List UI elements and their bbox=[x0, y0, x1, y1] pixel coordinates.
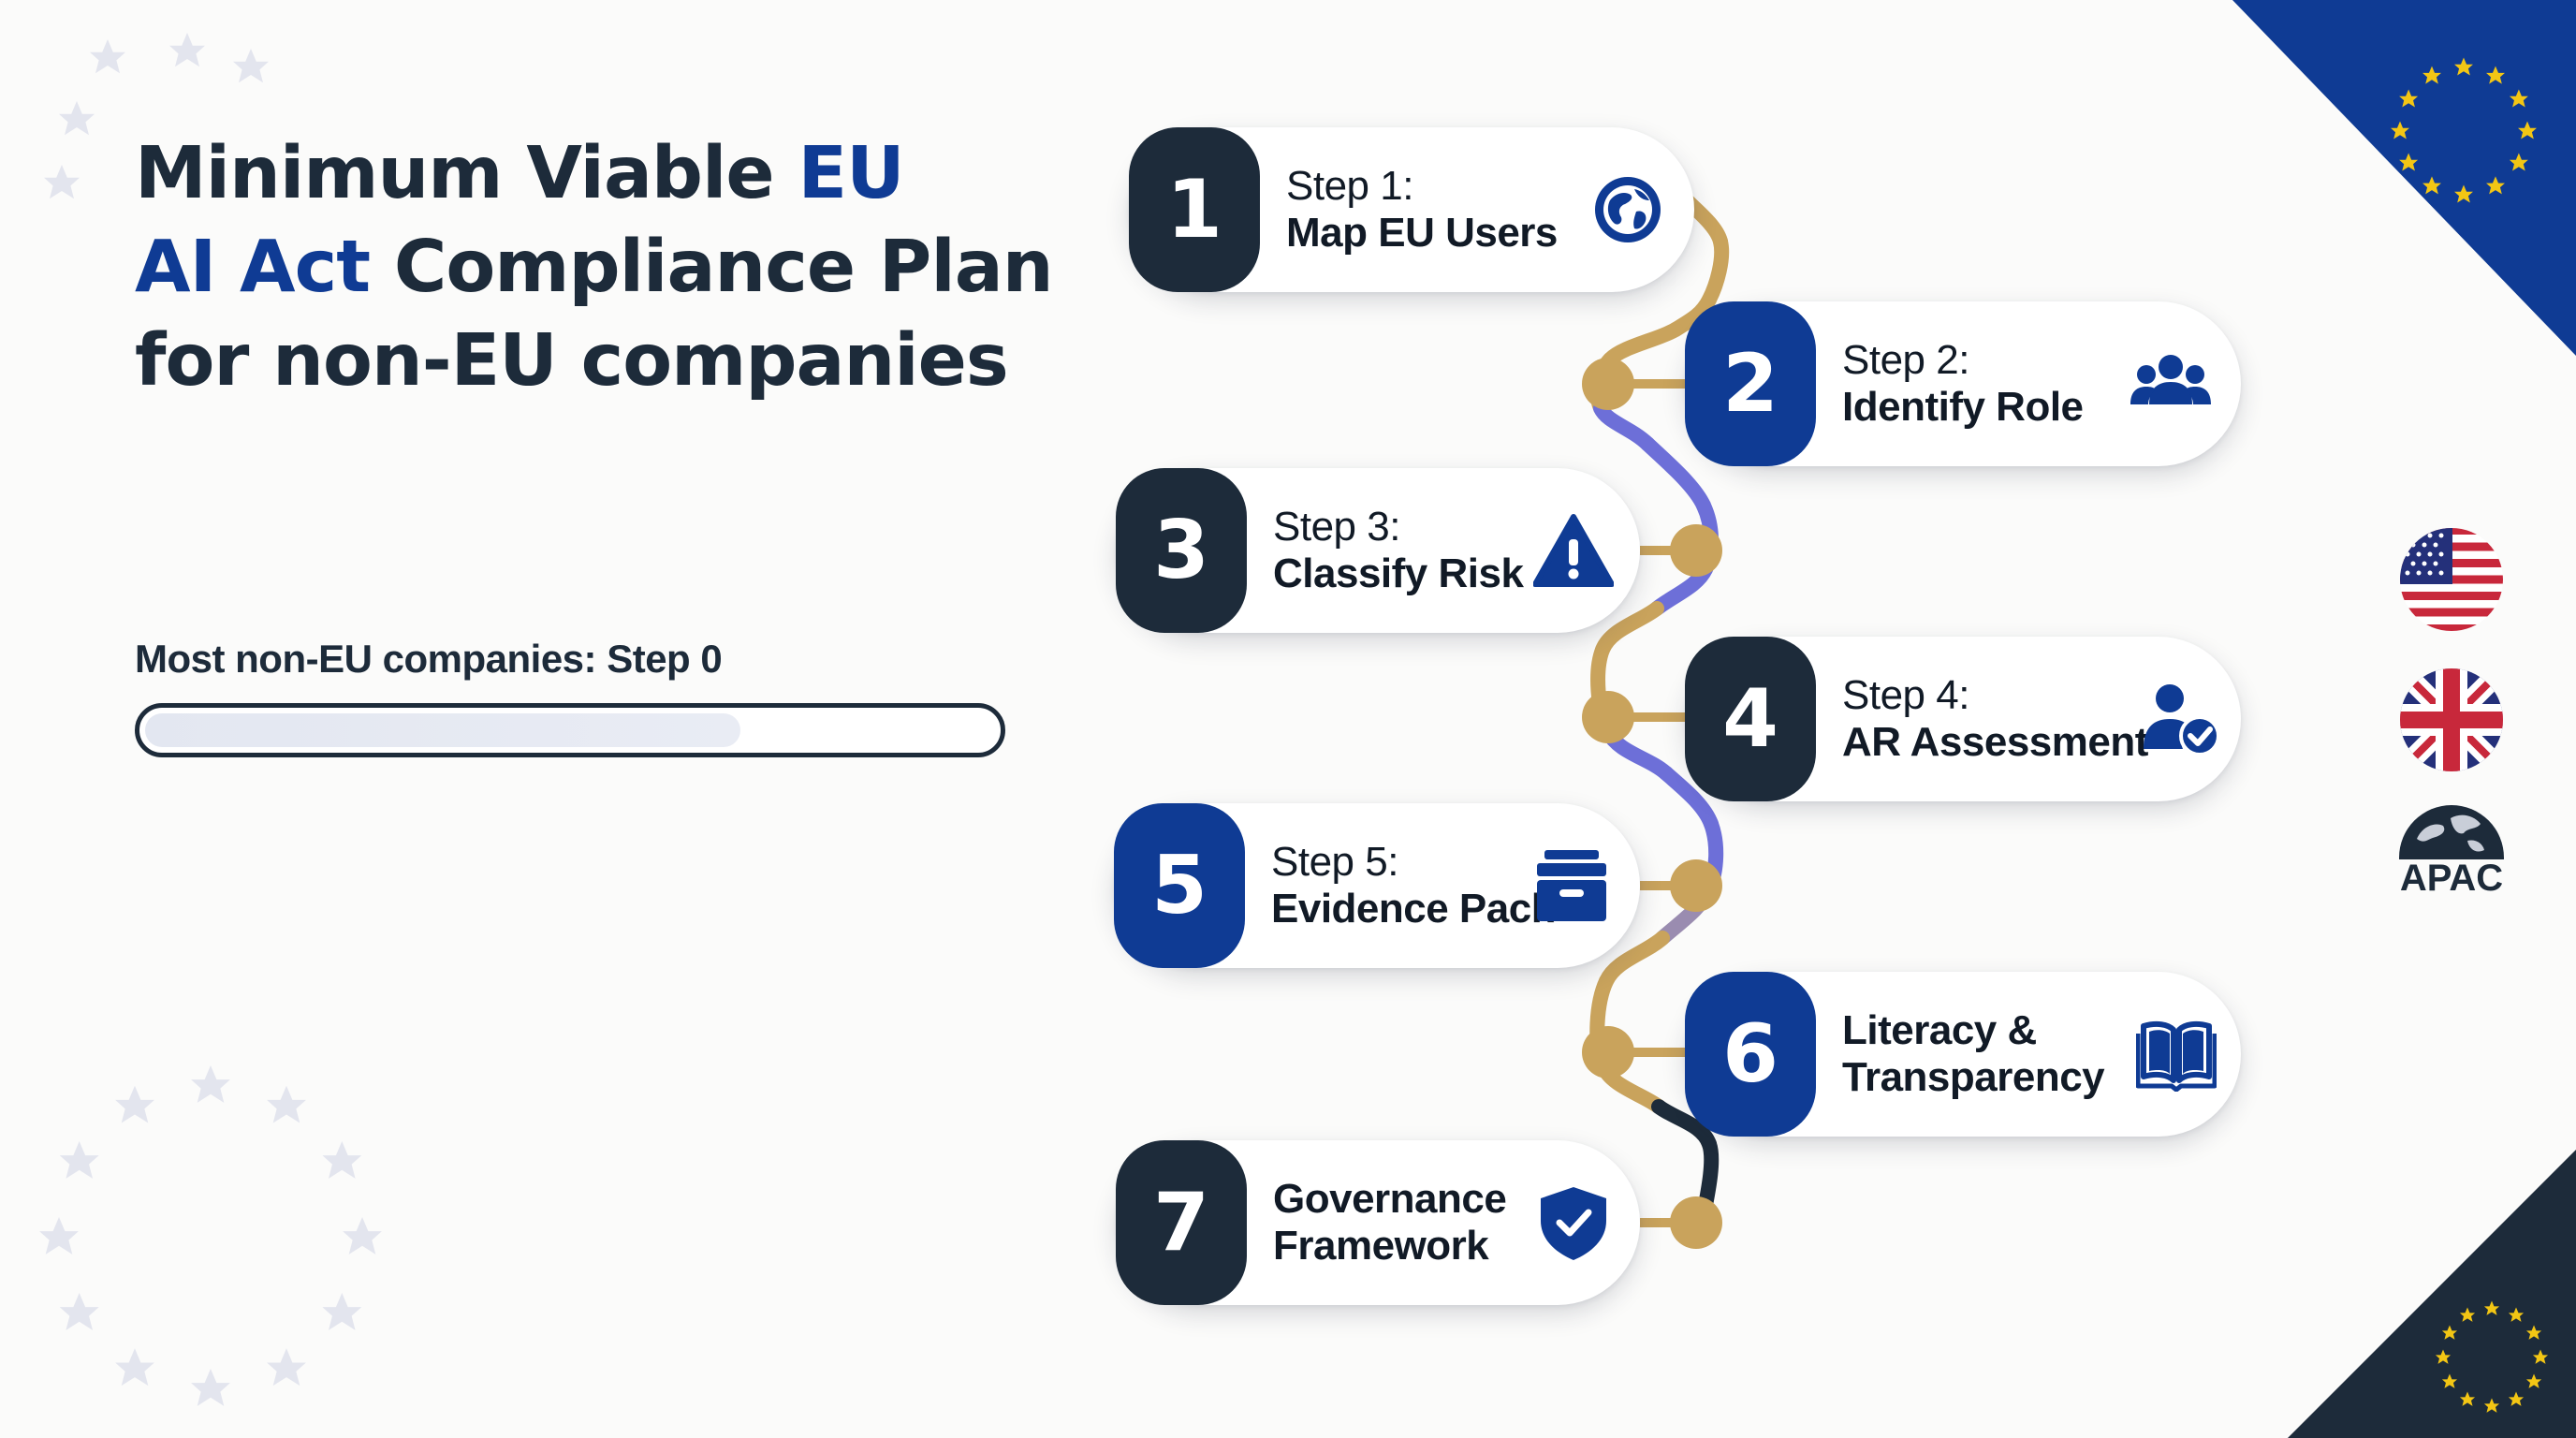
us-flag-icon bbox=[2398, 526, 2505, 633]
timeline-path-segment bbox=[1603, 322, 1683, 367]
decor-star bbox=[267, 1085, 306, 1123]
step-card-5[interactable]: 5 Step 5: Evidence Pack bbox=[1114, 803, 1640, 968]
step-label: Step 5: bbox=[1271, 839, 1398, 885]
decor-star bbox=[191, 1369, 230, 1406]
path-node bbox=[1670, 859, 1722, 912]
step-number-badge: 1 bbox=[1129, 127, 1260, 292]
step-label: Step 3: bbox=[1273, 504, 1400, 550]
decor-star bbox=[322, 1141, 362, 1179]
decor-star bbox=[267, 1348, 306, 1387]
path-node bbox=[1582, 358, 1634, 410]
decor-star bbox=[169, 33, 205, 67]
decor-star bbox=[233, 49, 269, 83]
warning-icon bbox=[1533, 513, 1614, 588]
step-title-line-2: Framework bbox=[1273, 1223, 1489, 1269]
apac-label: APAC bbox=[2399, 858, 2504, 899]
path-node bbox=[1582, 1026, 1634, 1078]
path-node bbox=[1670, 524, 1722, 577]
decor-star bbox=[90, 39, 125, 74]
users-icon bbox=[2130, 346, 2211, 421]
decor-star bbox=[59, 1293, 99, 1330]
step-title-line-2: Transparency bbox=[1842, 1054, 2105, 1100]
archive-box-icon bbox=[1531, 848, 1612, 923]
step-title: Map EU Users bbox=[1286, 210, 1558, 256]
uk-flag-icon bbox=[2398, 667, 2505, 773]
decor-star bbox=[39, 1217, 79, 1255]
step-label: Step 4: bbox=[1842, 672, 1969, 718]
decor-star bbox=[115, 1348, 154, 1387]
progress-bar bbox=[135, 703, 1005, 757]
step-number-badge: 2 bbox=[1685, 301, 1816, 466]
timeline-path-segment bbox=[1640, 436, 1711, 513]
shield-check-icon bbox=[1533, 1185, 1614, 1260]
decor-star bbox=[59, 1141, 99, 1179]
progress-label: Most non-EU companies: Step 0 bbox=[135, 637, 723, 681]
step-number-badge: 3 bbox=[1116, 468, 1247, 633]
decor-star bbox=[44, 165, 80, 199]
timeline-connectors bbox=[1582, 358, 1722, 1249]
user-check-icon bbox=[2140, 682, 2220, 756]
decor-star bbox=[115, 1085, 154, 1123]
apac-globe-icon bbox=[2398, 798, 2505, 859]
step-number-badge: 6 bbox=[1685, 972, 1816, 1137]
step-title: AR Assessment bbox=[1842, 719, 2148, 765]
path-node bbox=[1582, 691, 1634, 743]
step-title: Evidence Pack bbox=[1271, 886, 1554, 932]
step-card-4[interactable]: 4 Step 4: AR Assessment bbox=[1685, 637, 2241, 801]
step-card-3[interactable]: 3 Step 3: Classify Risk bbox=[1116, 468, 1640, 633]
timeline-path-segment bbox=[1593, 401, 1655, 451]
step-card-2[interactable]: 2 Step 2: Identify Role bbox=[1685, 301, 2241, 466]
step-number-badge: 5 bbox=[1114, 803, 1245, 968]
decor-star bbox=[343, 1217, 382, 1255]
step-title: Identify Role bbox=[1842, 384, 2084, 430]
decor-star bbox=[191, 1065, 230, 1103]
step-number-badge: 7 bbox=[1116, 1140, 1247, 1305]
globe-icon bbox=[1588, 172, 1668, 247]
step-label: Step 2: bbox=[1842, 337, 1969, 383]
step-label: Step 1: bbox=[1286, 163, 1413, 209]
step-card-1[interactable]: 1 Step 1: Map EU Users bbox=[1129, 127, 1694, 292]
step-card-6[interactable]: 6 Literacy & Transparency bbox=[1685, 972, 2241, 1137]
eu-flag-corner-top bbox=[2232, 0, 2576, 356]
path-node bbox=[1670, 1196, 1722, 1249]
page-title: Minimum Viable EU AI Act Compliance Plan… bbox=[135, 132, 1054, 403]
step-number-badge: 4 bbox=[1685, 637, 1816, 801]
step-title-line-1: Literacy & bbox=[1842, 1007, 2037, 1053]
step-title-line-1: Governance bbox=[1273, 1176, 1507, 1222]
timeline-path-segment bbox=[1702, 234, 1730, 307]
timeline-path-segment bbox=[1595, 601, 1664, 657]
open-book-icon bbox=[2136, 1017, 2217, 1092]
decor-star bbox=[322, 1293, 362, 1330]
eu-flag-corner-bottom bbox=[2288, 1150, 2576, 1438]
decor-star bbox=[59, 101, 95, 136]
progress-bar-fill bbox=[145, 713, 740, 747]
step-title: Classify Risk bbox=[1273, 550, 1524, 596]
step-card-7[interactable]: 7 Governance Framework bbox=[1116, 1140, 1640, 1305]
